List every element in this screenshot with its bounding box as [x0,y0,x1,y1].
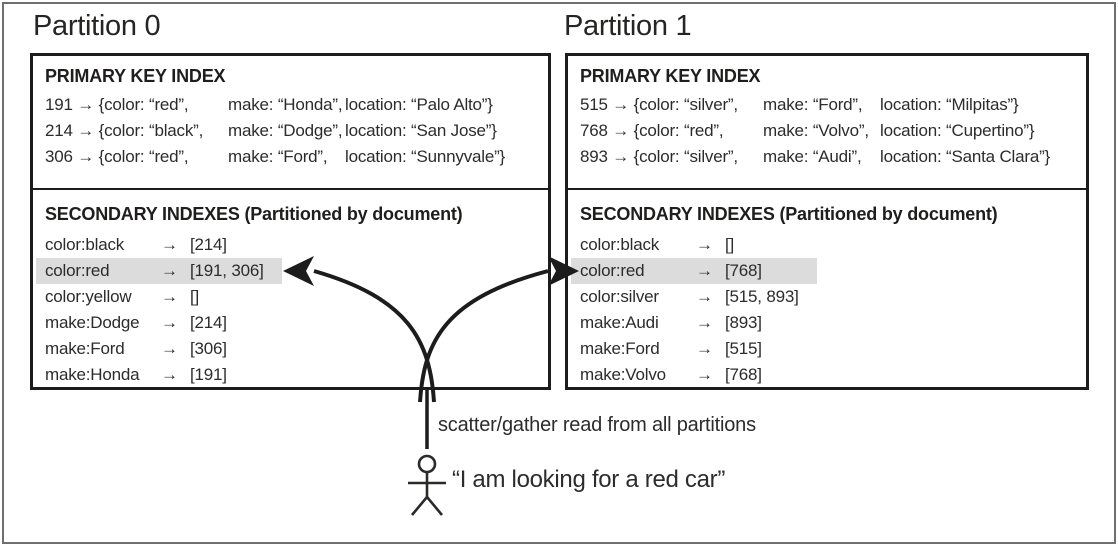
index-key: make:Volvo [580,365,666,384]
pk-entry: 515 → {color: “silver”, [580,95,738,114]
pk-entry: 191 → {color: “red”, [45,95,189,114]
pk-make: make: “Dodge”, [228,121,343,140]
maps-to-arrow: → [161,313,178,332]
secondary-index-row-highlighted: color:red → [768] [571,258,817,284]
pk-location: location: “Palo Alto”} [345,95,493,114]
partition-0-secondary-rows: color:black → [214] color:red → [191, 306] c… [36,232,282,388]
user-query-text: “I am looking for a red car” [452,466,726,493]
index-key: make:Audi [580,313,659,332]
index-value: [214] [190,313,227,332]
index-key: color:black [45,235,125,254]
index-key: make:Ford [45,339,125,358]
index-key: color:silver [580,287,659,306]
maps-to-arrow: → [696,365,713,384]
index-key: color:yellow [45,287,132,306]
maps-to-arrow: → [161,287,178,306]
secondary-index-row: color:silver → [515, 893] [571,284,817,310]
index-value: [515, 893] [725,287,799,306]
pk-location: location: “San Jose”} [345,121,497,140]
stick-person-icon [408,454,446,516]
partition-0-primary-header: PRIMARY KEY INDEX [45,66,226,86]
index-key: color:red [45,261,110,280]
pk-location: location: “Milpitas”} [880,95,1019,114]
partition-1-secondary-rows: color:black → [] color:red → [768] color:sil… [571,232,817,388]
pk-location: location: “Sunnyvale”} [345,147,506,166]
pk-entry: 893 → {color: “silver”, [580,147,738,166]
index-value: [] [725,235,735,254]
maps-to-arrow: → [696,313,713,332]
partition-1-title: Partition 1 [564,10,692,42]
index-key: make:Honda [45,365,140,384]
partition-1-primary-header: PRIMARY KEY INDEX [580,66,761,86]
secondary-index-row: color:black → [214] [36,232,282,258]
maps-to-arrow: → [161,261,178,280]
index-value: [893] [725,313,762,332]
secondary-index-row-highlighted: color:red → [191, 306] [36,258,282,284]
primary-index-row: 214 → {color: “black”, make: “Dodge”, lo… [45,118,541,144]
index-value: [515] [725,339,762,358]
maps-to-arrow: → [696,287,713,306]
section-divider [565,188,1089,190]
maps-to-arrow: → [696,235,713,254]
partition-1-box: PRIMARY KEY INDEX 515 → {color: “silver”… [565,53,1089,390]
index-value: [768] [725,261,762,280]
pk-location: location: “Cupertino”} [880,121,1035,140]
index-value: [214] [190,235,227,254]
pk-make: make: “Ford”, [228,147,328,166]
section-divider [30,188,551,190]
secondary-index-row: make:Ford → [306] [36,336,282,362]
partition-0-primary-rows: 191 → {color: “red”, make: “Honda”, loca… [45,92,541,170]
index-key: make:Ford [580,339,660,358]
maps-to-arrow: → [161,235,178,254]
partition-0-secondary-header: SECONDARY INDEXES (Partitioned by docume… [45,204,463,224]
pk-make: make: “Honda”, [228,95,343,114]
primary-index-row: 893 → {color: “silver”, make: “Audi”, lo… [580,144,1076,170]
index-key: color:black [580,235,660,254]
primary-index-row: 191 → {color: “red”, make: “Honda”, loca… [45,92,541,118]
index-value: [191, 306] [190,261,264,280]
pk-location: location: “Santa Clara”} [880,147,1051,166]
maps-to-arrow: → [696,261,713,280]
index-key: make:Dodge [45,313,140,332]
partition-0-title: Partition 0 [33,10,161,42]
secondary-index-row: make:Honda → [191] [36,362,282,388]
secondary-index-row: make:Ford → [515] [571,336,817,362]
scatter-gather-label: scatter/gather read from all partitions [438,414,756,436]
maps-to-arrow: → [161,365,178,384]
pk-entry: 306 → {color: “red”, [45,147,189,166]
maps-to-arrow: → [161,339,178,358]
secondary-index-row: make:Dodge → [214] [36,310,282,336]
index-key: color:red [580,261,645,280]
primary-index-row: 768 → {color: “red”, make: “Volvo”, loca… [580,118,1076,144]
pk-make: make: “Volvo”, [763,121,869,140]
maps-to-arrow: → [696,339,713,358]
partition-1-secondary-header: SECONDARY INDEXES (Partitioned by docume… [580,204,998,224]
partition-0-box: PRIMARY KEY INDEX 191 → {color: “red”, m… [30,53,551,390]
pk-entry: 768 → {color: “red”, [580,121,724,140]
primary-index-row: 515 → {color: “silver”, make: “Ford”, lo… [580,92,1076,118]
index-value: [306] [190,339,227,358]
index-value: [768] [725,365,762,384]
pk-make: make: “Audi”, [763,147,862,166]
index-value: [191] [190,365,227,384]
pk-entry: 214 → {color: “black”, [45,121,204,140]
partition-1-primary-rows: 515 → {color: “silver”, make: “Ford”, lo… [580,92,1076,170]
secondary-index-row: color:yellow → [] [36,284,282,310]
pk-make: make: “Ford”, [763,95,863,114]
secondary-index-row: make:Volvo → [768] [571,362,817,388]
secondary-index-row: color:black → [] [571,232,817,258]
secondary-index-row: make:Audi → [893] [571,310,817,336]
primary-index-row: 306 → {color: “red”, make: “Ford”, locat… [45,144,541,170]
index-value: [] [190,287,200,306]
